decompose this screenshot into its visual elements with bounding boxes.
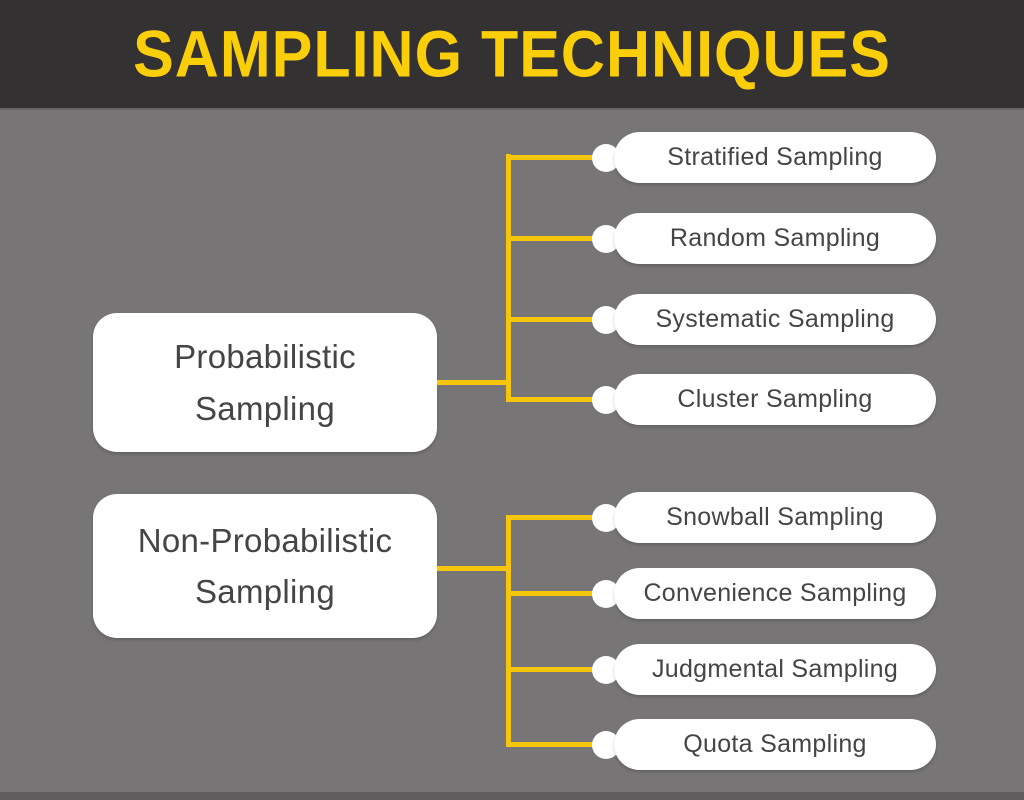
leaf-label: Random Sampling: [669, 224, 881, 252]
leaf-node-stratified: Stratified Sampling: [614, 132, 936, 183]
leaf-node-random: Random Sampling: [614, 213, 936, 264]
parent-label-line1: Non-Probabilistic: [137, 521, 393, 559]
leaf-label: Stratified Sampling: [667, 143, 883, 171]
header: SAMPLING TECHNIQUES: [0, 0, 1024, 108]
non-probabilistic-trunk-line: [506, 515, 511, 747]
leaf-node-judgmental: Judgmental Sampling: [614, 644, 936, 695]
branch-line-cluster: [506, 397, 605, 402]
branch-line-quota: [506, 742, 605, 747]
header-divider: [0, 108, 1024, 110]
leaf-label: Convenience Sampling: [643, 579, 907, 607]
parent-label-line2: Sampling: [195, 389, 335, 427]
branch-line-systematic: [506, 317, 605, 322]
leaf-node-snowball: Snowball Sampling: [614, 492, 936, 543]
branch-line-convenience: [506, 591, 605, 596]
bottom-edge-strip: [0, 792, 1024, 800]
probabilistic-stem-line: [437, 380, 511, 385]
leaf-label: Systematic Sampling: [655, 305, 895, 333]
leaf-node-cluster: Cluster Sampling: [614, 374, 936, 425]
parent-node-probabilistic: Probabilistic Sampling: [93, 313, 437, 452]
parent-node-label: Probabilistic Sampling: [174, 331, 356, 433]
leaf-node-systematic: Systematic Sampling: [614, 294, 936, 345]
parent-node-non-probabilistic: Non-Probabilistic Sampling: [93, 494, 437, 638]
probabilistic-trunk-line: [506, 154, 511, 402]
parent-node-label: Non-Probabilistic Sampling: [138, 515, 393, 617]
page-title: SAMPLING TECHNIQUES: [133, 17, 891, 91]
leaf-node-convenience: Convenience Sampling: [614, 568, 936, 619]
leaf-label: Quota Sampling: [683, 730, 867, 758]
parent-label-line2: Sampling: [195, 573, 335, 610]
leaf-label: Snowball Sampling: [666, 503, 884, 531]
leaf-node-quota: Quota Sampling: [614, 719, 936, 770]
non-probabilistic-stem-line: [437, 566, 511, 571]
branch-line-random: [506, 236, 605, 241]
branch-line-stratified: [506, 155, 605, 160]
parent-label-line1: Probabilistic: [174, 338, 356, 376]
branch-line-snowball: [506, 515, 605, 520]
branch-line-judgmental: [506, 667, 605, 672]
leaf-label: Cluster Sampling: [677, 385, 873, 413]
leaf-label: Judgmental Sampling: [651, 655, 899, 683]
